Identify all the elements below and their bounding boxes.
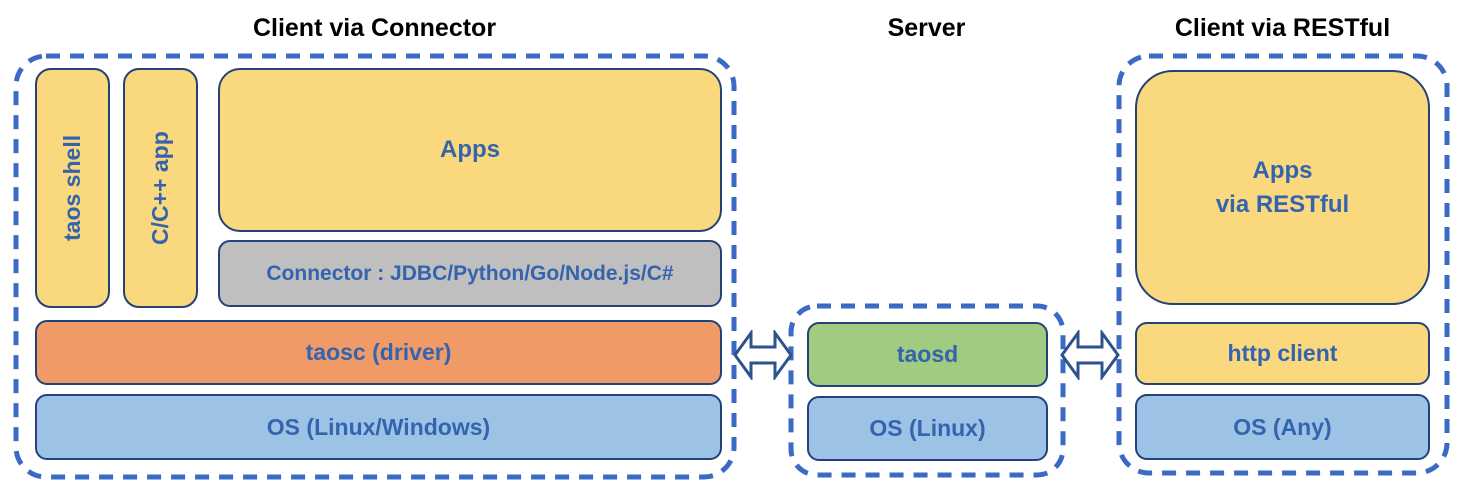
server-group-frame <box>788 303 1066 478</box>
section-title-client-via-restful: Client via RESTful <box>1174 14 1391 42</box>
box-os-linux-windows: OS (Linux/Windows) <box>35 394 722 460</box>
box-apps-via-restful: Apps via RESTful <box>1135 70 1430 305</box>
section-title-client-via-connector: Client via Connector <box>252 14 497 42</box>
box-taos-shell: taos shell <box>35 68 110 308</box>
box-cpp-app: C/C++ app <box>123 68 198 308</box>
box-http-client: http client <box>1135 322 1430 385</box>
box-os-linux: OS (Linux) <box>807 396 1048 461</box>
section-title-server: Server <box>887 14 966 42</box>
box-connector: Connector : JDBC/Python/Go/Node.js/C# <box>218 240 722 307</box>
box-taosc-driver: taosc (driver) <box>35 320 722 385</box>
bidirectional-arrow-icon <box>733 330 793 380</box>
box-os-any: OS (Any) <box>1135 394 1430 460</box>
box-apps: Apps <box>218 68 722 232</box>
bidirectional-arrow-icon <box>1060 330 1120 380</box>
client-restful-group-frame <box>1116 53 1450 476</box>
box-taosd: taosd <box>807 322 1048 387</box>
client-connector-group-frame <box>13 53 737 480</box>
